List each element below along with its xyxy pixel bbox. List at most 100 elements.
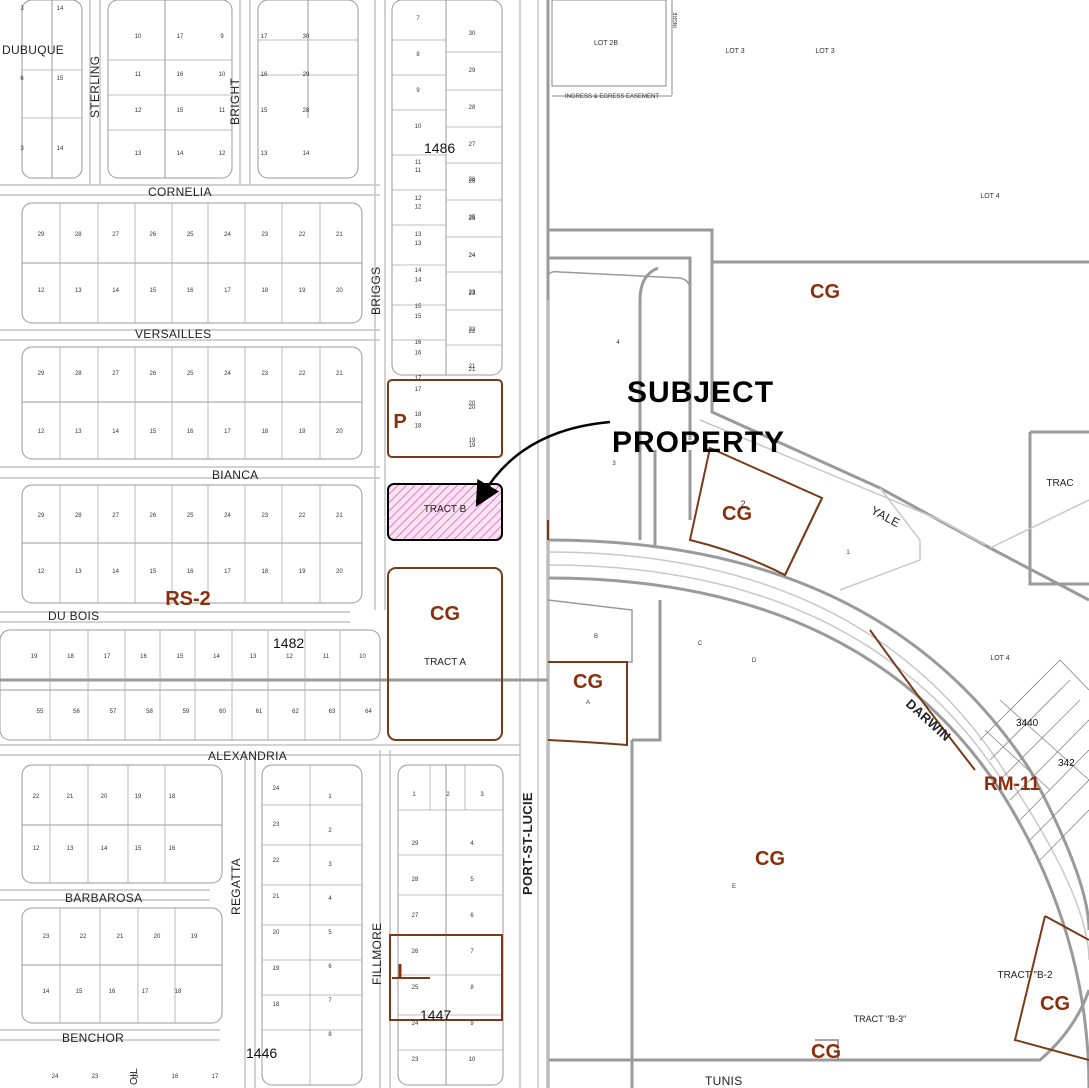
lot-number: 17 (224, 288, 231, 294)
lot-number: 22 (273, 858, 280, 864)
zone-cg-ne: CG (810, 281, 840, 303)
lot-number: 27 (112, 513, 119, 519)
lot-number: 13 (135, 151, 142, 157)
lot-number: 18 (175, 989, 182, 995)
label-342: 342 (1058, 758, 1075, 769)
lot-number: 15 (177, 108, 184, 114)
lot-number: 17 (224, 569, 231, 575)
label-tract-b: TRACT B (424, 504, 467, 515)
lot-number: 23 (261, 513, 268, 519)
label-lot-4b: LOT 4 (990, 655, 1009, 662)
lot-number: 16 (109, 989, 116, 995)
lot-number: 12 (286, 654, 293, 660)
label-lot-4a: LOT 4 (980, 193, 999, 200)
lot-number: 6 (20, 76, 24, 82)
lot-number: 23 (469, 291, 476, 297)
street-sterling: STERLING (88, 56, 102, 118)
lot-number: 9 (416, 88, 420, 94)
lot-number: 15 (177, 654, 184, 660)
lot-number: 16 (415, 340, 422, 346)
lot-number: 19 (31, 654, 38, 660)
lot-number: 26 (412, 949, 419, 955)
lot-number: 17 (212, 1074, 219, 1080)
lot-number: 18 (261, 569, 268, 575)
street-port-st-lucie: PORT-ST-LUCIE (520, 792, 535, 895)
lot-number: 6 (470, 913, 474, 919)
street-du-bois: DU BOIS (48, 609, 99, 623)
lot-number: 10 (135, 34, 142, 40)
zone-cg-e: CG (755, 848, 785, 870)
lot-number: 15 (150, 569, 157, 575)
lot-number: 29 (38, 371, 45, 377)
lot-number: 20 (336, 429, 343, 435)
parcels-bcda (547, 270, 691, 663)
lot-number: 22 (299, 371, 306, 377)
lot-number: 11 (323, 654, 330, 660)
lot-number: 29 (38, 513, 45, 519)
lot-number: 18 (67, 654, 74, 660)
lot-number: 27 (112, 371, 119, 377)
lot-number: 21 (469, 367, 476, 373)
lot-number: 25 (187, 232, 194, 238)
lot-number: 20 (273, 930, 280, 936)
lot-number: 21 (336, 371, 343, 377)
lot-number: 8 (470, 985, 474, 991)
lot-number: 11 (415, 168, 422, 174)
lot-number: 18 (415, 412, 422, 418)
street-tunis: TUNIS (705, 1074, 743, 1088)
label-1486: 1486 (424, 140, 455, 156)
lot-number: 14 (415, 278, 422, 284)
lot-number: 15 (261, 108, 268, 114)
lot-number: 20 (469, 405, 476, 411)
lot-number: 26 (469, 177, 476, 183)
lot-number: 15 (150, 288, 157, 294)
lot-number: 21 (336, 232, 343, 238)
lot-number: 29 (469, 68, 476, 74)
lot-number: 17 (104, 654, 111, 660)
lot-number: 24 (224, 513, 231, 519)
lot-number: 13 (261, 151, 268, 157)
subject-property-tract-b (387, 483, 503, 541)
label-tract-a: TRACT A (424, 657, 466, 668)
label-lot-2b: LOT 2B (594, 40, 618, 47)
lot-number: 19 (299, 429, 306, 435)
street-versailles: VERSAILLES (135, 327, 211, 341)
lot-number: 14 (43, 989, 50, 995)
lot-number: 30 (303, 34, 310, 40)
lot-number: 27 (112, 232, 119, 238)
street-darwin: DARWIN (903, 696, 954, 744)
street-grid (0, 0, 548, 1088)
lot-number: 15 (132, 1074, 139, 1080)
lot-number: 11 (219, 108, 226, 114)
lot-number: 14 (101, 846, 108, 852)
lot-number: 21 (469, 364, 476, 370)
lot-number: 12 (415, 205, 422, 211)
zone-cg-b3: CG (811, 1041, 841, 1063)
lot-number: 17 (261, 34, 268, 40)
lot-number: 13 (415, 241, 422, 247)
lot-number: 16 (261, 72, 268, 78)
lot-number: 3 (328, 862, 332, 868)
lot-number: 10 (415, 124, 422, 130)
lot-number: 29 (38, 232, 45, 238)
lot-number: 13 (75, 429, 82, 435)
lot-number: 5 (328, 930, 332, 936)
lot-number: 16 (140, 654, 147, 660)
label-parcel-c: C (698, 641, 703, 647)
lot-number: 15 (415, 304, 422, 310)
street-alexandria: ALEXANDRIA (208, 749, 287, 763)
lot-number: 22 (299, 232, 306, 238)
lot-number: 14 (213, 654, 220, 660)
lot-number: 30 (469, 31, 476, 37)
label-1447: 1447 (420, 1007, 451, 1023)
lot-number: 10 (469, 1057, 476, 1063)
lot-number: 20 (336, 288, 343, 294)
lot-number: 17 (177, 34, 184, 40)
lot-number: 28 (75, 371, 82, 377)
lot-number: 12 (38, 429, 45, 435)
lot-number: 28 (469, 105, 476, 111)
lot-number: 63 (329, 709, 336, 715)
lot-number: 15 (57, 76, 64, 82)
lot-number: 14 (303, 151, 310, 157)
lot-number: 19 (299, 569, 306, 575)
